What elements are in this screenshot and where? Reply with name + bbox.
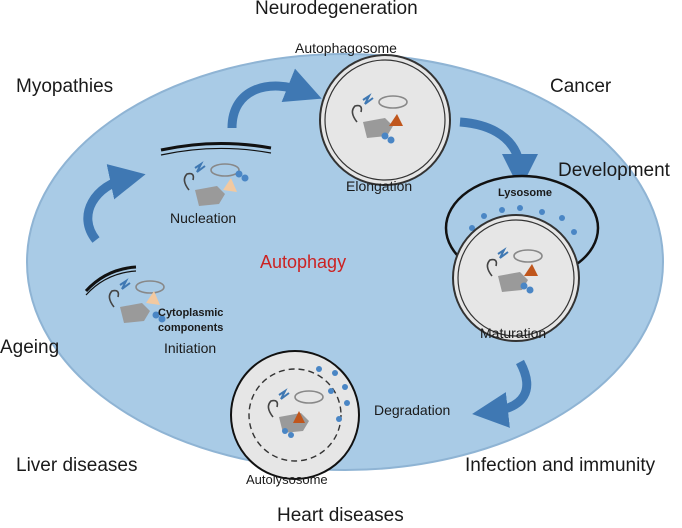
label-nucleation: Nucleation xyxy=(170,210,237,226)
label-infection-immunity: Infection and immunity xyxy=(465,455,656,476)
label-myopathies: Myopathies xyxy=(16,76,114,97)
maturation-autophagosome xyxy=(452,214,580,342)
arrow-maturation-to-degradation xyxy=(472,359,532,428)
label-initiation: Initiation xyxy=(164,340,217,356)
label-elongation: Elongation xyxy=(346,178,413,194)
arrow-elongation-to-maturation xyxy=(459,117,538,190)
label-cytoplasmic: Cytoplasmic xyxy=(158,307,224,319)
label-components: components xyxy=(158,322,224,334)
label-ageing: Ageing xyxy=(0,337,60,358)
label-maturation: Maturation xyxy=(480,325,547,341)
label-liver-diseases: Liver diseases xyxy=(16,455,138,476)
label-neurodegeneration: Neurodegeneration xyxy=(255,0,418,19)
label-autophagosome: Autophagosome xyxy=(295,40,397,56)
label-cancer: Cancer xyxy=(550,76,612,97)
autolysosome-structure xyxy=(230,350,360,480)
nucleation-structure xyxy=(160,141,272,207)
initiation-structure xyxy=(84,265,166,324)
label-degradation: Degradation xyxy=(374,402,451,418)
label-development: Development xyxy=(558,160,670,181)
label-autolysosome: Autolysosome xyxy=(246,472,328,487)
arrow-initiation-to-nucleation xyxy=(83,164,146,243)
autophagosome-structure xyxy=(319,54,451,186)
label-autophagy: Autophagy xyxy=(260,252,347,272)
label-heart-diseases: Heart diseases xyxy=(277,505,404,526)
label-lysosome: Lysosome xyxy=(498,187,553,199)
arrow-nucleation-to-elongation xyxy=(227,68,322,129)
